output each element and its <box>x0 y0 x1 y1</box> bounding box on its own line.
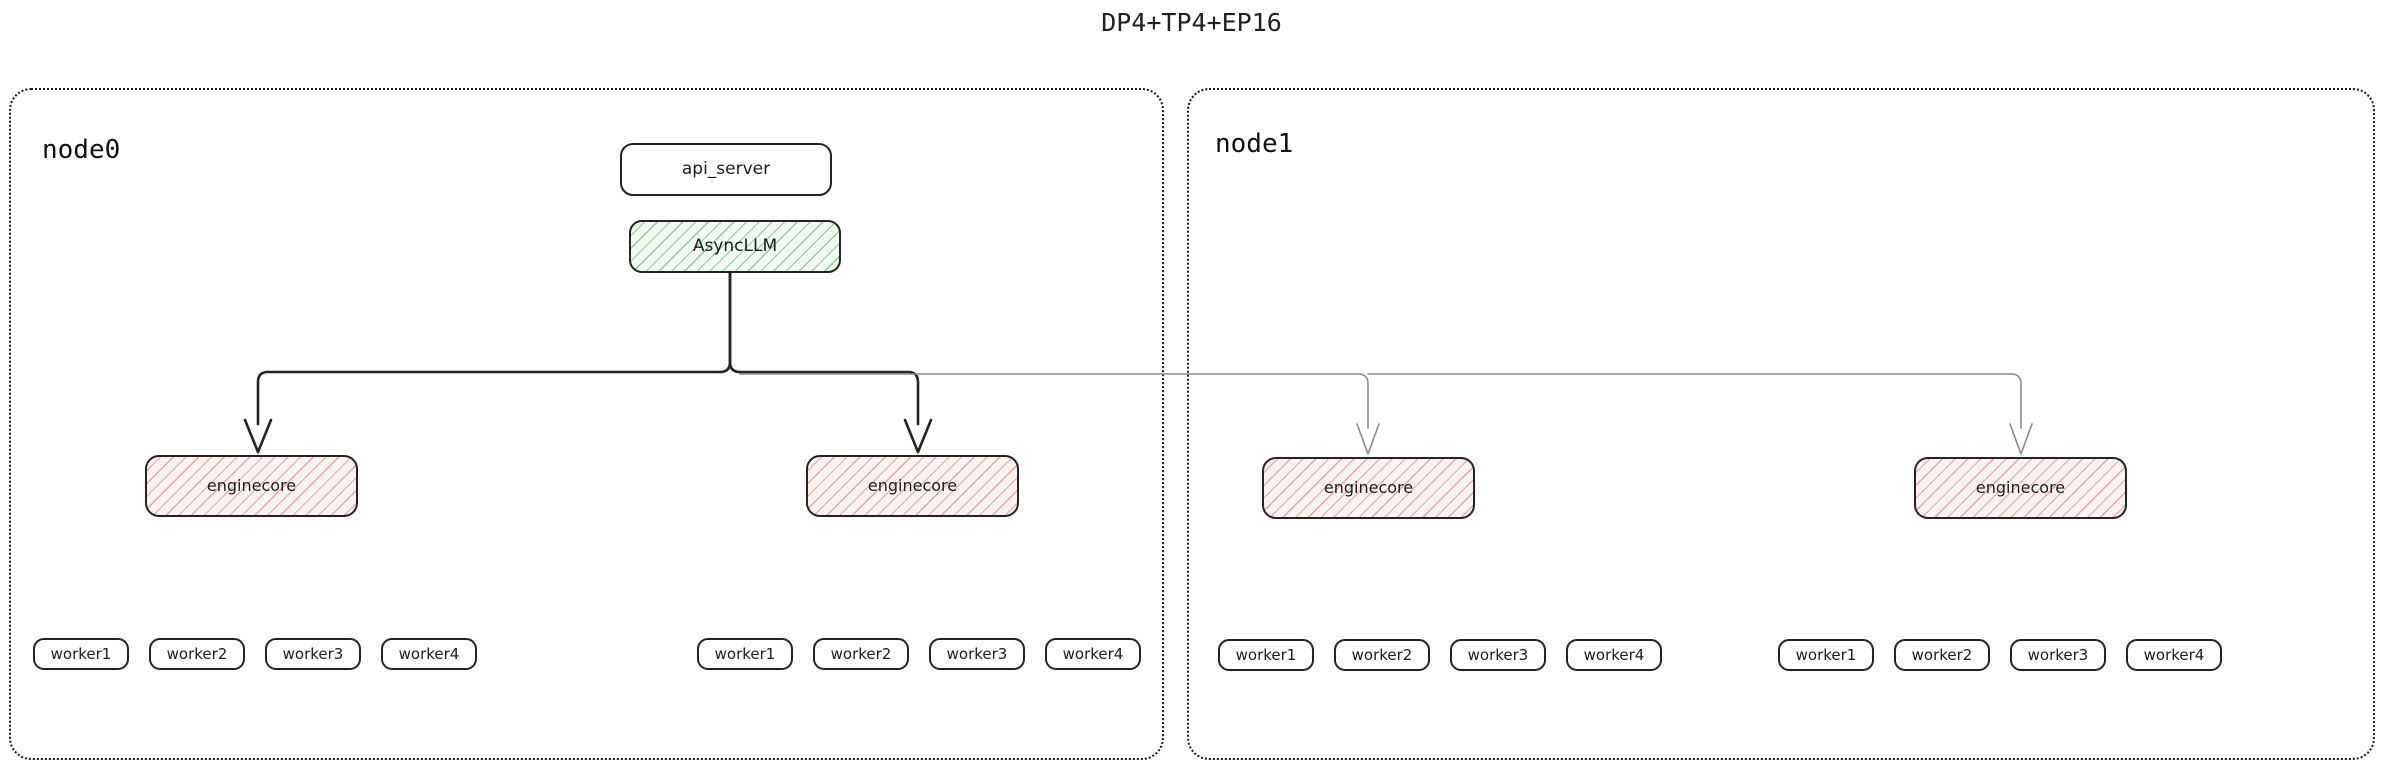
worker-box[interactable]: worker3 <box>265 638 361 670</box>
page-title: DP4+TP4+EP16 <box>1101 8 1282 37</box>
enginecore-box[interactable]: enginecore <box>145 455 358 517</box>
worker-box[interactable]: worker4 <box>2126 639 2222 671</box>
worker-label: worker3 <box>1467 645 1529 664</box>
worker-box[interactable]: worker3 <box>1450 639 1546 671</box>
worker-label: worker2 <box>830 644 892 663</box>
worker-label: worker4 <box>2143 645 2205 664</box>
enginecore-label: enginecore <box>867 476 958 495</box>
worker-label: worker4 <box>398 644 460 663</box>
worker-box[interactable]: worker3 <box>2010 639 2106 671</box>
enginecore-box[interactable]: enginecore <box>1914 457 2127 519</box>
worker-box[interactable]: worker1 <box>1218 639 1314 671</box>
worker-label: worker2 <box>1911 645 1973 664</box>
worker-label: worker4 <box>1583 645 1645 664</box>
enginecore-label: enginecore <box>1323 478 1414 497</box>
worker-box[interactable]: worker2 <box>813 638 909 670</box>
worker-box[interactable]: worker4 <box>1566 639 1662 671</box>
enginecore-label: enginecore <box>1975 478 2066 497</box>
worker-label: worker1 <box>1795 645 1857 664</box>
api-server-box[interactable]: api_server <box>620 143 832 196</box>
worker-label: worker2 <box>166 644 228 663</box>
worker-label: worker3 <box>2027 645 2089 664</box>
worker-box[interactable]: worker2 <box>1334 639 1430 671</box>
node-label-node0: node0 <box>42 135 121 165</box>
enginecore-box[interactable]: enginecore <box>806 455 1019 517</box>
worker-label: worker1 <box>50 644 112 663</box>
worker-box[interactable]: worker1 <box>1778 639 1874 671</box>
worker-label: worker2 <box>1351 645 1413 664</box>
worker-label: worker3 <box>282 644 344 663</box>
node-label-node1: node1 <box>1215 129 1294 159</box>
api-server-label: api_server <box>681 159 771 179</box>
worker-label: worker1 <box>714 644 776 663</box>
enginecore-box[interactable]: enginecore <box>1262 457 1475 519</box>
worker-box[interactable]: worker2 <box>1894 639 1990 671</box>
enginecore-label: enginecore <box>206 476 297 495</box>
worker-box[interactable]: worker4 <box>1045 638 1141 670</box>
async-llm-box[interactable]: AsyncLLM <box>629 220 841 273</box>
worker-box[interactable]: worker3 <box>929 638 1025 670</box>
async-llm-label: AsyncLLM <box>692 236 778 256</box>
worker-label: worker3 <box>946 644 1008 663</box>
worker-box[interactable]: worker4 <box>381 638 477 670</box>
worker-label: worker1 <box>1235 645 1297 664</box>
worker-box[interactable]: worker1 <box>697 638 793 670</box>
worker-label: worker4 <box>1062 644 1124 663</box>
worker-box[interactable]: worker1 <box>33 638 129 670</box>
worker-box[interactable]: worker2 <box>149 638 245 670</box>
